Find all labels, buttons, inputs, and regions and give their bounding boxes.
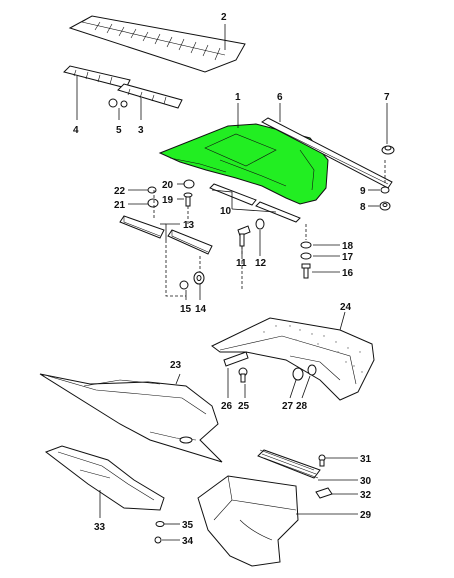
- part-26-seal[interactable]: [223, 351, 249, 367]
- part-22-washer[interactable]: [147, 186, 157, 194]
- part-33-undertray[interactable]: [44, 445, 165, 511]
- part-29-cover[interactable]: [197, 475, 299, 567]
- callout-16: 16: [342, 268, 354, 279]
- part-8-nut[interactable]: [379, 201, 391, 211]
- part-21-nut[interactable]: [147, 198, 159, 208]
- leader-lines: [76, 24, 388, 541]
- callout-8: 8: [360, 202, 366, 213]
- part-16-bolt[interactable]: [301, 263, 311, 279]
- callout-12: 12: [255, 258, 267, 269]
- callout-24: 24: [340, 302, 352, 313]
- part-15-washer[interactable]: [179, 280, 189, 290]
- part-30-grille[interactable]: [257, 449, 321, 479]
- callout-4: 4: [73, 125, 79, 136]
- part-27-nut[interactable]: [292, 367, 304, 381]
- callout-17: 17: [342, 252, 354, 263]
- part-1-trunk-lid[interactable]: [158, 123, 329, 205]
- part-32-clip[interactable]: [315, 487, 333, 499]
- part-3-cross-member[interactable]: [117, 83, 183, 109]
- part-7-grommet[interactable]: [381, 145, 395, 155]
- callout-29: 29: [360, 510, 372, 521]
- part-24-spoiler[interactable]: [211, 317, 375, 401]
- callout-7: 7: [384, 92, 390, 103]
- callout-13: 13: [183, 220, 195, 231]
- part-11-bolt[interactable]: [237, 225, 251, 247]
- part-34-screw[interactable]: [154, 536, 162, 544]
- part-31-screw[interactable]: [318, 454, 326, 467]
- callout-21: 21: [114, 200, 126, 211]
- callout-26: 26: [221, 401, 233, 412]
- callout-31: 31: [360, 454, 372, 465]
- part-4-cross-member[interactable]: [63, 65, 131, 89]
- part-2-floor-panel[interactable]: [68, 15, 246, 73]
- callout-3: 3: [138, 125, 144, 136]
- callout-22: 22: [114, 186, 126, 197]
- callout-20: 20: [162, 180, 174, 191]
- callouts: 2 1 6 7 4 5 3 20 22 9 19 21 8 10 13 18 1…: [73, 12, 390, 547]
- part-5-clip[interactable]: [108, 98, 128, 108]
- part-14-nut[interactable]: [193, 271, 205, 285]
- part-12-washer[interactable]: [255, 218, 265, 230]
- callout-28: 28: [296, 401, 308, 412]
- part-17-washer[interactable]: [300, 252, 312, 260]
- callout-23: 23: [170, 360, 182, 371]
- callout-30: 30: [360, 476, 372, 487]
- callout-18: 18: [342, 241, 354, 252]
- callout-6: 6: [277, 92, 283, 103]
- part-18-washer[interactable]: [300, 241, 312, 249]
- callout-25: 25: [238, 401, 250, 412]
- callout-1: 1: [235, 92, 241, 103]
- part-9-washer[interactable]: [380, 186, 390, 194]
- part-35-clip[interactable]: [155, 521, 165, 527]
- part-13-bracket[interactable]: [119, 215, 213, 255]
- callout-5: 5: [116, 125, 122, 136]
- part-20-washer[interactable]: [183, 179, 195, 189]
- callout-19: 19: [162, 195, 174, 206]
- callout-14: 14: [195, 304, 207, 315]
- callout-34: 34: [182, 536, 194, 547]
- callout-27: 27: [282, 401, 294, 412]
- callout-11: 11: [236, 258, 247, 269]
- callout-33: 33: [94, 522, 106, 533]
- part-6-rail[interactable]: [261, 117, 393, 189]
- part-19-screw[interactable]: [183, 192, 193, 207]
- part-10-strip[interactable]: [209, 183, 301, 223]
- part-1-highlight[interactable]: [158, 123, 329, 205]
- part-23-engine-lid[interactable]: [39, 373, 223, 463]
- callout-10: 10: [220, 206, 232, 217]
- callout-2: 2: [221, 12, 227, 23]
- callout-15: 15: [180, 304, 192, 315]
- callout-35: 35: [182, 520, 194, 531]
- callout-9: 9: [360, 186, 366, 197]
- callout-32: 32: [360, 490, 372, 501]
- part-25-screw[interactable]: [238, 367, 248, 383]
- part-28-washer[interactable]: [307, 364, 317, 376]
